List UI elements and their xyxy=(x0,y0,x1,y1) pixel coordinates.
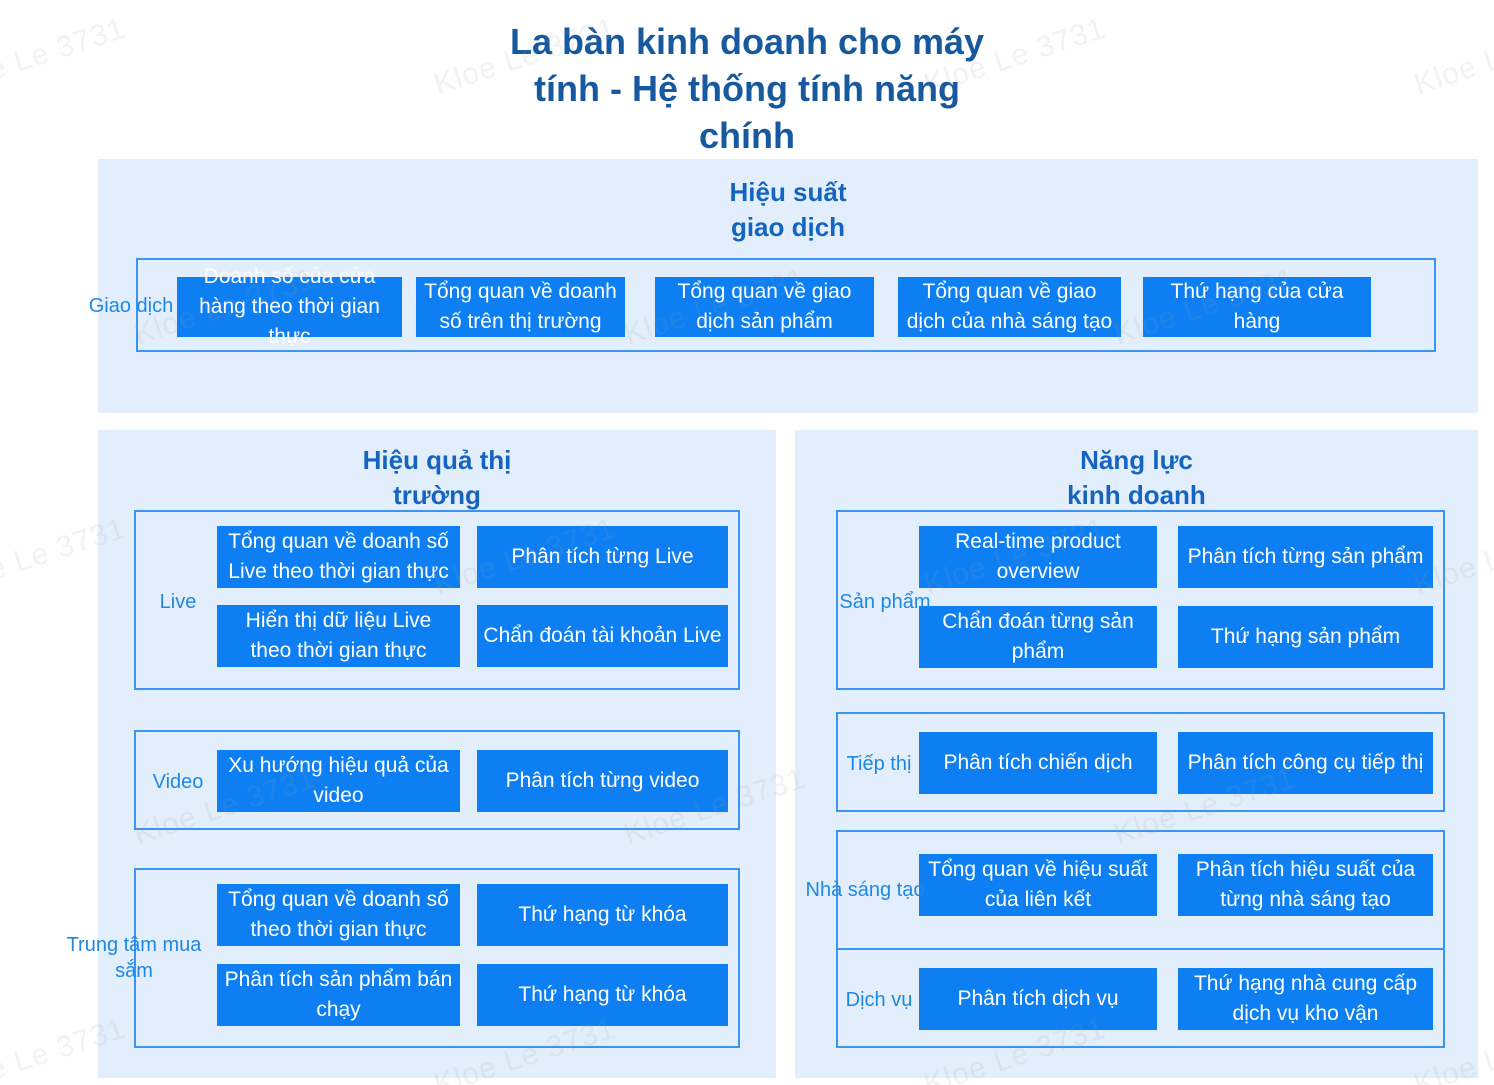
panel-market-title-line-1: Hiệu quả thị xyxy=(362,445,512,475)
group-label-tiep-thi: Tiếp thị xyxy=(846,753,912,775)
feature-box-thu-hang-san-pham[interactable]: Thứ hạng sản phẩm xyxy=(1178,606,1433,668)
feature-box-tong-quan-doanh-so-live-thoi-gian-thuc[interactable]: Tổng quan về doanh số Live theo thời gia… xyxy=(217,526,460,588)
panel-capability-title-line-1: Năng lực xyxy=(1080,445,1193,475)
group-label-nha-sang-tao: Nhà sáng tạo xyxy=(805,879,925,901)
feature-box-doanh-so-cua-hang-theo-thoi-gian-thuc[interactable]: Doanh số của cửa hàng theo thời gian thự… xyxy=(177,265,402,348)
feature-box-tong-quan-hieu-suat-lien-ket[interactable]: Tổng quan về hiệu suất của liên kết xyxy=(919,854,1157,916)
group-nha-sang-tao: Nhà sáng tạo Tổng quan về hiệu suất của … xyxy=(806,830,1445,950)
page-title: La bàn kinh doanh cho máy tính - Hệ thốn… xyxy=(0,18,1494,159)
feature-box-hien-thi-du-lieu-live-thoi-gian-thuc[interactable]: Hiển thị dữ liệu Live theo thời gian thự… xyxy=(217,605,460,667)
group-trung-tam-mua-sam: Trung tâm mua sắm Tổng quan về doanh số … xyxy=(67,868,740,1048)
feature-box-chan-doan-tung-san-pham[interactable]: Chẩn đoán từng sản phẩm xyxy=(919,606,1157,668)
feature-box-phan-tich-chien-dich[interactable]: Phân tích chiến dịch xyxy=(919,732,1157,794)
group-label-live: Live xyxy=(159,591,197,613)
group-tiep-thi: Tiếp thị Phân tích chiến dịch Phân tích … xyxy=(836,712,1445,812)
feature-box-phan-tich-tung-live[interactable]: Phân tích từng Live xyxy=(477,526,728,588)
panel-transaction-title-line-1: Hiệu suất xyxy=(729,177,847,207)
page-title-line-3: chính xyxy=(699,115,795,156)
panel-transaction-performance: Hiệu suất giao dịch Giao dịch Doanh số c… xyxy=(89,159,1478,413)
feature-box-real-time-product-overview[interactable]: Real-time product overview xyxy=(919,526,1157,588)
panel-market-efficiency: Hiệu quả thị trường Live Tổng quan về do… xyxy=(67,430,776,1078)
page-title-line-2: tính - Hệ thống tính năng xyxy=(534,68,960,109)
group-label-video: Video xyxy=(152,771,204,793)
feature-box-tong-quan-giao-dich-san-pham[interactable]: Tổng quan về giao dịch sản phẩm xyxy=(655,277,874,337)
panel-transaction-title-line-2: giao dịch xyxy=(730,212,846,242)
group-dich-vu: Dịch vụ Phân tích dịch vụ Thứ hạng nhà c… xyxy=(836,948,1445,1048)
feature-box-tong-quan-doanh-so-thi-truong[interactable]: Tổng quan về doanh số trên thị trường xyxy=(416,277,625,337)
panel-market-title: Hiệu quả thị trường xyxy=(98,443,776,513)
feature-box-phan-tich-cong-cu-tiep-thi[interactable]: Phân tích công cụ tiếp thị xyxy=(1178,732,1433,794)
group-live: Live Tổng quan về doanh số Live theo thờ… xyxy=(134,510,740,690)
feature-box-phan-tich-tung-san-pham[interactable]: Phân tích từng sản phẩm xyxy=(1178,526,1433,588)
group-label-dich-vu: Dịch vụ xyxy=(845,989,913,1011)
feature-box-phan-tich-hieu-suat-tung-nha-sang-tao[interactable]: Phân tích hiệu suất của từng nhà sáng tạ… xyxy=(1178,854,1433,916)
feature-box-thu-hang-cua-hang[interactable]: Thứ hạng của cửa hàng xyxy=(1143,277,1371,337)
feature-box-phan-tich-tung-video[interactable]: Phân tích từng video xyxy=(477,750,728,812)
group-label-san-pham: Sản phẩm xyxy=(839,591,931,613)
panel-business-capability: Năng lực kinh doanh Sản phẩm Real-time p… xyxy=(795,430,1478,1078)
feature-box-tong-quan-doanh-so-theo-thoi-gian-thuc[interactable]: Tổng quan về doanh số theo thời gian thự… xyxy=(217,884,460,946)
panel-transaction-title: Hiệu suất giao dịch xyxy=(98,175,1478,245)
panel-market-title-line-2: trường xyxy=(393,480,481,510)
feature-box-xu-huong-hieu-qua-video[interactable]: Xu hướng hiệu quả của video xyxy=(217,750,460,812)
feature-box-thu-hang-tu-khoa-1[interactable]: Thứ hạng từ khóa xyxy=(477,884,728,946)
feature-box-chan-doan-tai-khoan-live[interactable]: Chẩn đoán tài khoản Live xyxy=(477,605,728,667)
group-label-trung-tam-mua-sam: Trung tâm mua sắm xyxy=(66,934,202,982)
feature-box-phan-tich-dich-vu[interactable]: Phân tích dịch vụ xyxy=(919,968,1157,1030)
page-title-line-1: La bàn kinh doanh cho máy xyxy=(509,21,985,62)
group-san-pham: Sản phẩm Real-time product overview Phân… xyxy=(836,510,1445,690)
group-label-giao-dich: Giao dịch xyxy=(88,295,174,317)
feature-box-thu-hang-nha-cung-cap-dich-vu-kho-van[interactable]: Thứ hạng nhà cung cấp dịch vụ kho vận xyxy=(1178,968,1433,1030)
feature-box-phan-tich-san-pham-ban-chay[interactable]: Phân tích sản phẩm bán chạy xyxy=(217,964,460,1026)
group-video: Video Xu hướng hiệu quả của video Phân t… xyxy=(134,730,740,830)
panel-capability-title-line-2: kinh doanh xyxy=(1067,480,1206,510)
feature-box-tong-quan-giao-dich-nha-sang-tao[interactable]: Tổng quan về giao dịch của nhà sáng tạo xyxy=(898,277,1121,337)
group-giao-dich: Giao dịch Doanh số của cửa hàng theo thờ… xyxy=(89,258,1436,352)
panel-capability-title: Năng lực kinh doanh xyxy=(795,443,1478,513)
feature-box-thu-hang-tu-khoa-2[interactable]: Thứ hạng từ khóa xyxy=(477,964,728,1026)
